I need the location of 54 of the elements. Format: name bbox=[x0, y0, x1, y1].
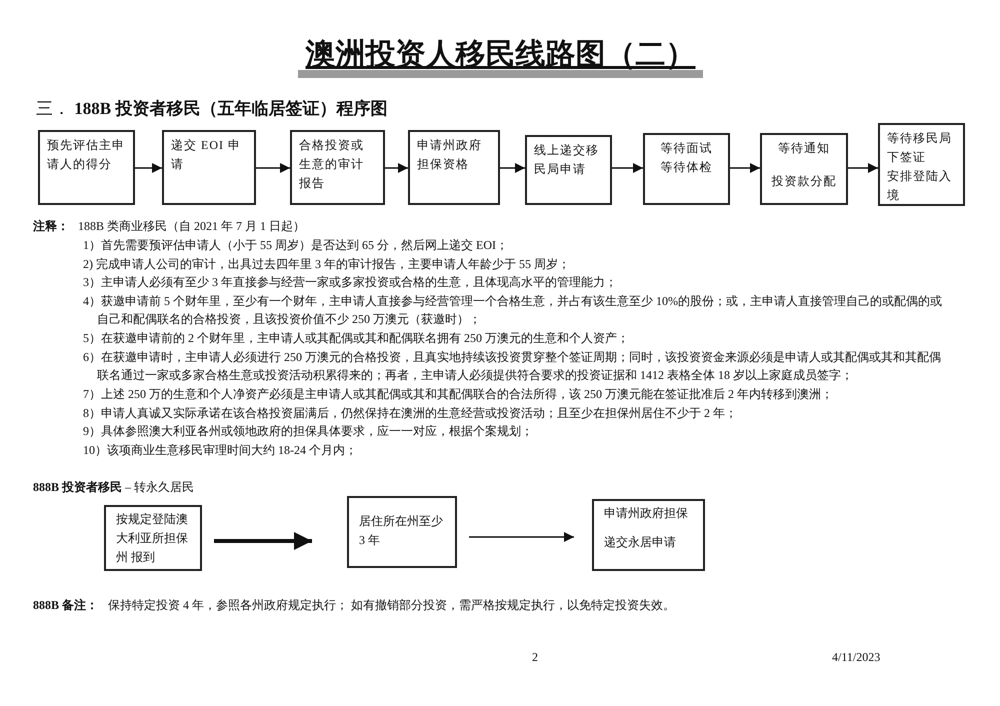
note-text: 188B 类商业移民（自 2021 年 7 月 1 日起） bbox=[78, 218, 306, 235]
process-box bbox=[525, 135, 612, 205]
box-text-line: 等待体检 bbox=[660, 159, 714, 176]
box-text-line: 安排登陆入境 bbox=[887, 168, 953, 204]
section-heading: 888B 投资者移民 – 转永久居民 bbox=[33, 479, 194, 496]
arrow bbox=[135, 163, 162, 173]
box-text-line: 投资款分配 bbox=[770, 173, 838, 190]
note-item: 8）申请人真诚又实际承诺在该合格投资届满后，仍然保持在澳洲的生意经营或投资活动；且至少在担保州居住不少于 2 年； bbox=[83, 404, 738, 422]
process-box bbox=[290, 130, 385, 205]
arrow bbox=[469, 532, 574, 542]
process-box bbox=[878, 123, 965, 206]
box-text: 合格投资或生意的审计报告 bbox=[299, 137, 365, 192]
note-item: 5）在获邀申请前的 2 个财年里，主申请人或其配偶或其和配偶联名拥有 250 万澳元的生意和个人资产； bbox=[83, 330, 630, 347]
arrow bbox=[612, 163, 643, 173]
box-text: 递交 EOI 申请 bbox=[171, 137, 242, 173]
arrow bbox=[848, 163, 878, 173]
process-box bbox=[104, 505, 202, 571]
note-item: 7）上述 250 万的生意和个人净资产必须是主申请人或其配偶或其和其配偶联合的合法所得，该 250 万澳元能在签证批准后 2 年内转移到澳洲； bbox=[83, 386, 834, 403]
box-text: 线上递交移民局申请 bbox=[534, 142, 600, 178]
arrow bbox=[500, 163, 525, 173]
box-text: 申请州政府担保资格 bbox=[417, 137, 483, 173]
remark-text: 保持特定投资 4 年，参照各州政府规定执行； 如有撤销部分投资，需严格按规定执行，以免特定投资失效。 bbox=[108, 597, 675, 614]
box-text-line: 递交永居申请 bbox=[604, 534, 677, 551]
note-item: 10）该项商业生意移民审理时间大约 18-24 个月内； bbox=[83, 442, 358, 458]
note-item: 2) 完成申请人公司的审计，出具过去四年里 3 年的审计报告，主要申请人年龄少于 55 周岁； bbox=[83, 256, 571, 272]
arrow bbox=[214, 532, 312, 550]
arrow bbox=[256, 163, 290, 173]
section-heading: 三． 188B 投资者移民（五年临居签证）程序图 bbox=[36, 98, 388, 120]
date-text: 4/11/2023 bbox=[832, 649, 880, 666]
note-item: 1）首先需要预评估申请人（小于 55 周岁）是否达到 65 分，然后网上递交 EOI； bbox=[83, 237, 509, 254]
box-text-line: 等待移民局下签证 bbox=[887, 130, 953, 166]
note-item: 9）具体参照澳大利亚各州或领地政府的担保具体要求，应一一对应，根据个案规划； bbox=[83, 423, 534, 440]
process-box bbox=[347, 496, 457, 568]
box-text: 按规定登陆澳大利亚所担保州 报到 bbox=[116, 511, 189, 566]
notes-heading: 注释： bbox=[33, 218, 69, 235]
title: 澳洲投资人移民线路图（二） bbox=[304, 37, 696, 73]
process-box bbox=[760, 133, 848, 205]
box-text: 居住所在州至少 3 年 bbox=[359, 513, 444, 549]
process-box bbox=[38, 130, 135, 205]
note-item: 4）获邀申请前 5 个财年里，至少有一个财年，主申请人直接参与经营管理一个合格生意，并占有该生意至少 10%的股份；或，主申请人直接管理自己的或配偶的或自己和配偶联名的合格投资，且该投资价值不少 250 万澳元（获邀时）； bbox=[83, 292, 943, 328]
arrow bbox=[730, 163, 760, 173]
page-number: 2 bbox=[532, 649, 538, 666]
process-box bbox=[643, 133, 730, 205]
process-box bbox=[408, 130, 500, 205]
box-text-line: 等待通知 bbox=[777, 140, 831, 157]
process-box bbox=[592, 499, 705, 571]
box-text-line: 申请州政府担保 bbox=[604, 505, 689, 522]
process-box bbox=[162, 130, 256, 205]
note-item: 6）在获邀申请时，主申请人必须进行 250 万澳元的合格投资，且真实地持续该投资贯穿整个签证周期；同时，该投资资金来源必须是申请人或其配偶或其和其配偶联名通过一家或多家合格生意或投资活动积累得来的；再者，主申请人必须提供符合要求的投资证据和 1412 表格全体 18 岁以上家庭成员签字； bbox=[83, 348, 942, 384]
box-text-line: 等待面试 bbox=[660, 140, 714, 157]
remark-heading: 888B 备注： bbox=[33, 597, 98, 614]
arrow bbox=[385, 163, 408, 173]
box-text: 预先评估主申请人的得分 bbox=[47, 137, 126, 173]
note-item: 3）主申请人必须有至少 3 年直接参与经营一家或多家投资或合格的生意，且体现高水平的管理能力； bbox=[83, 274, 618, 291]
